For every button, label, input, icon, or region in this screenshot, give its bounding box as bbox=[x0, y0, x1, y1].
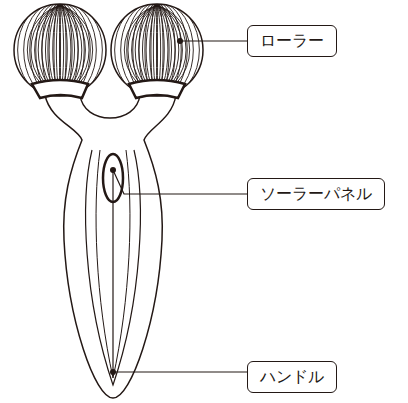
label-box: ソーラーパネル bbox=[247, 178, 385, 210]
handle-contour bbox=[86, 150, 141, 385]
leader-line bbox=[180, 40, 247, 41]
label-box: ローラー bbox=[247, 25, 337, 57]
roller-collar bbox=[129, 80, 185, 98]
center-line bbox=[112, 170, 113, 372]
label-box: ハンドル bbox=[247, 361, 337, 393]
part-name: ハンドル bbox=[260, 366, 324, 388]
leader-line bbox=[113, 170, 247, 194]
handle-contour bbox=[96, 150, 130, 378]
handle-body bbox=[45, 95, 176, 398]
part-name: ローラー bbox=[260, 30, 324, 52]
part-name: ソーラーパネル bbox=[260, 183, 372, 205]
roller-collar bbox=[32, 80, 88, 98]
leader-line bbox=[113, 371, 247, 372]
